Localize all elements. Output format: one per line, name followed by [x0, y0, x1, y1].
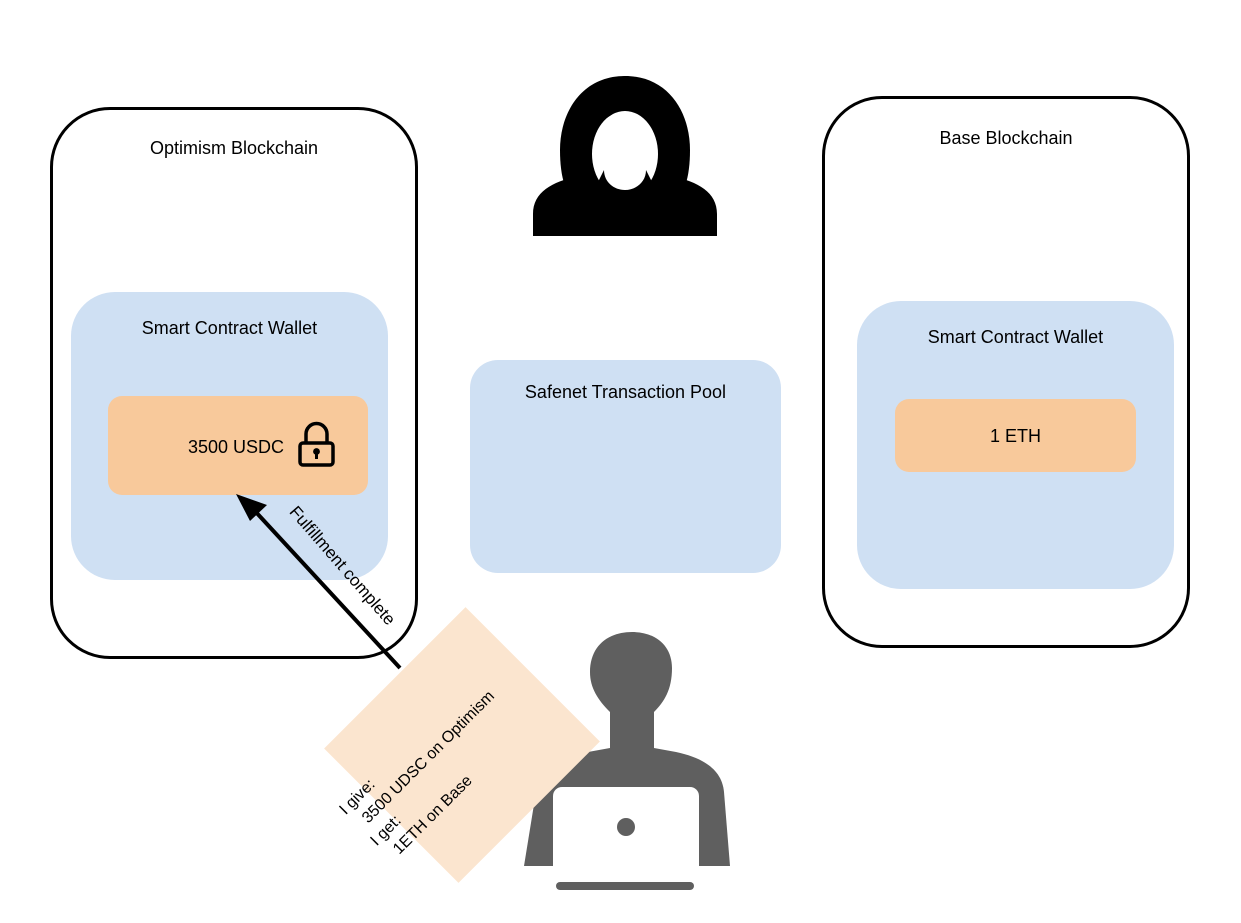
person-laptop-icon	[524, 632, 730, 890]
optimism-chain-title: Optimism Blockchain	[149, 138, 319, 158]
person-woman-icon	[533, 76, 717, 236]
base-wallet-title: Smart Contract Wallet	[927, 327, 1104, 347]
optimism-asset-box: 3500 USDC	[108, 396, 368, 495]
lock-icon	[298, 421, 335, 467]
base-asset-box: 1 ETH	[895, 399, 1136, 472]
base-chain-title: Base Blockchain	[939, 128, 1073, 148]
safenet-transaction-pool: Safenet Transaction Pool	[470, 360, 781, 573]
optimism-wallet-title: Smart Contract Wallet	[141, 318, 318, 338]
optimism-asset-label: 3500 USDC	[188, 437, 285, 457]
pool-title: Safenet Transaction Pool	[524, 382, 727, 402]
base-asset-label: 1 ETH	[989, 426, 1041, 446]
